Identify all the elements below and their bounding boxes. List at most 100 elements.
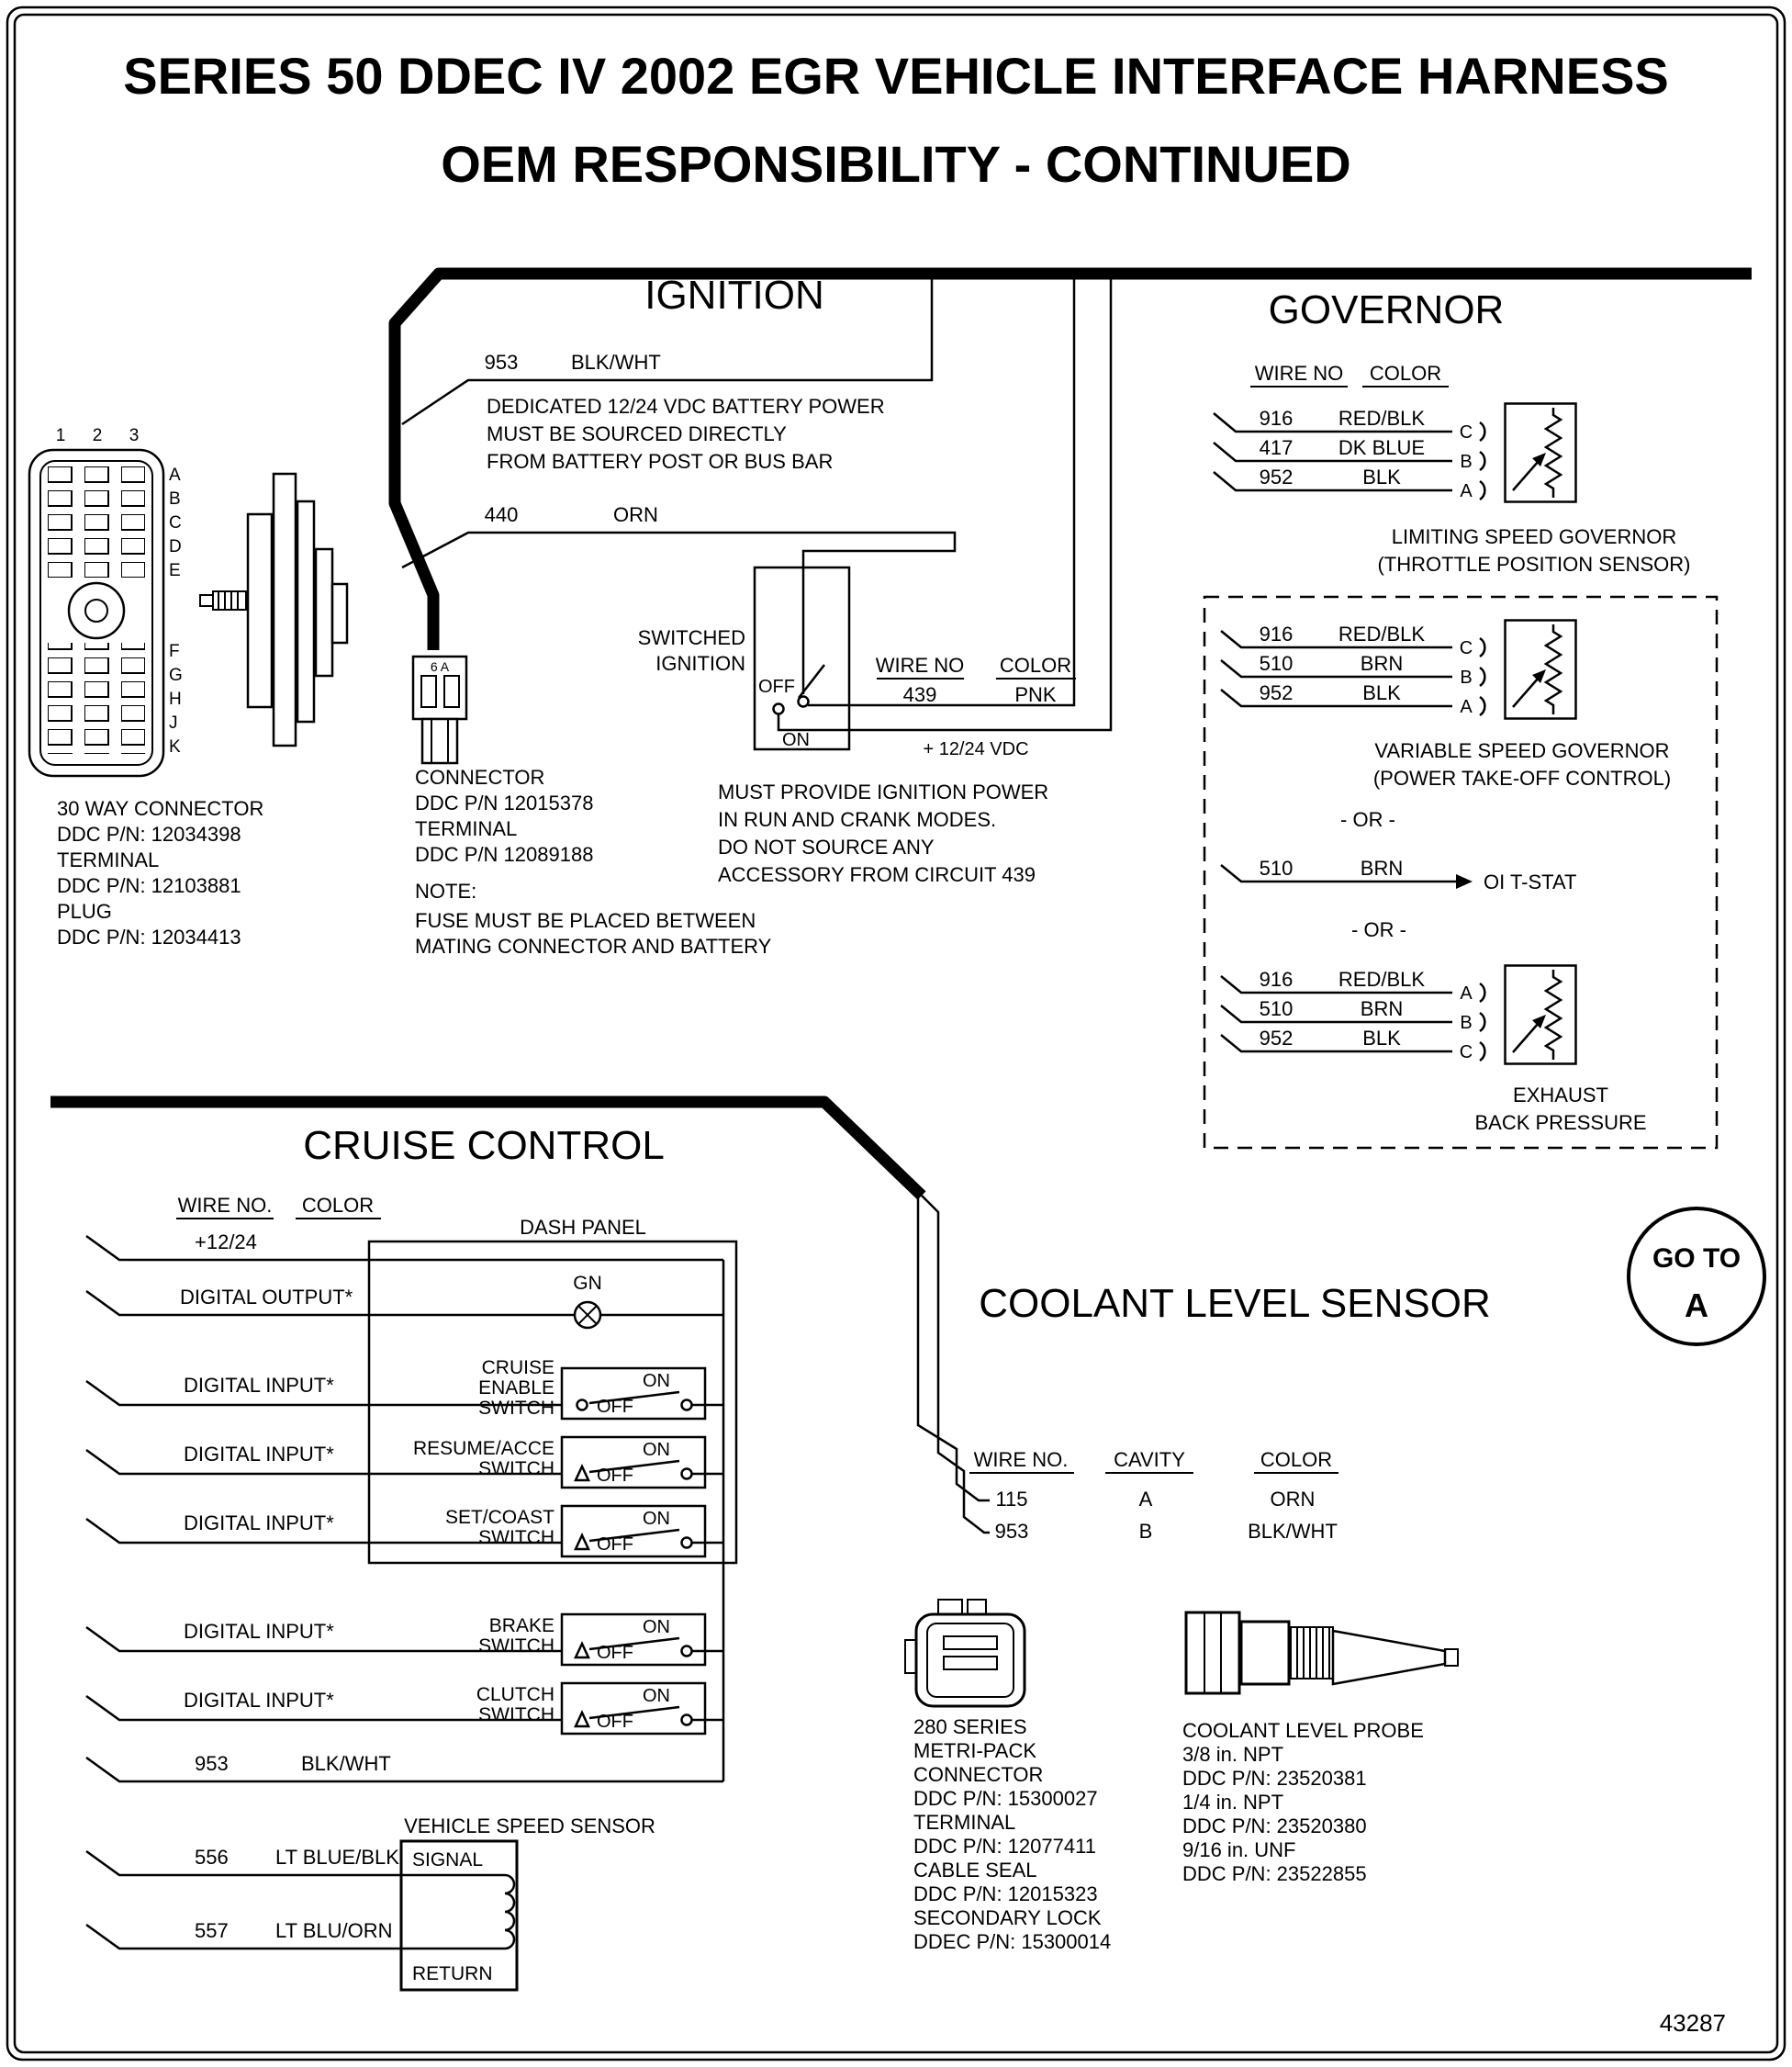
governor-ebp-row-3: 952 BLK C [1220,1027,1486,1062]
probe-caption-3: DDC P/N: 23520381 [1182,1767,1367,1790]
ebp-caption-2: BACK PRESSURE [1474,1111,1646,1134]
harness-trunk-line-top [388,267,1752,650]
mounting-bolt-icon [199,590,247,611]
metripack-caption-7: CABLE SEAL [913,1859,1037,1882]
switch-on-label: ON [643,1509,670,1529]
pin-grid-lower [48,643,145,754]
fuse-note-3: MATING CONNECTOR AND BATTERY [415,935,772,958]
wire-digital-output: DIGITAL OUTPUT* GN [85,1273,723,1330]
wire-no-header: WIRE NO. [178,1194,273,1217]
switched-ignition-label-2: IGNITION [655,652,745,675]
harness-trunk-line-cruise [50,1095,926,1200]
page-border-inner [13,13,1779,2054]
page-title-line1: SERIES 50 DDEC IV 2002 EGR VEHICLE INTER… [123,47,1669,105]
power-note-1: MUST PROVIDE IGNITION POWER [718,781,1048,803]
switch-label-1: CLUTCH [476,1684,554,1705]
switch-label-2: SWITCH [478,1458,554,1479]
pin-row-b: B [169,489,181,509]
lamp-label: GN [573,1273,602,1294]
pin-row-a: A [169,466,181,485]
coil-icon [401,1873,516,1950]
pin-letter: B [1460,668,1472,688]
coolant-probe-drawing [1184,1611,1459,1695]
color-header: COLOR [1260,1448,1332,1471]
pin-chevron-icon [1479,421,1486,443]
wire-number: 953 [995,1520,1029,1543]
switched-ignition-label-1: SWITCHED [638,626,745,649]
metripack-caption-5: TERMINAL [913,1811,1015,1834]
pin-chevron-icon [1479,1011,1486,1033]
resume-accel-switch: DIGITAL INPUT* RESUME/ACCE SWITCH OFF ON [85,1435,723,1489]
pin-letter: A [1460,697,1473,717]
pin-column-3: 3 [129,426,140,445]
pin-chevron-icon [1479,479,1486,501]
connector-pin-marks: 6 A [431,659,450,674]
governor-options-dashed-box [1203,595,1719,1150]
color-header: COLOR [302,1194,374,1217]
pin-row-e: E [169,561,181,580]
goto-a-marker: GO TO A [1627,1207,1766,1346]
coolant-level-sensor-section: COOLANT LEVEL SENSOR WIRE NO. CAVITY COL… [904,1192,1491,1953]
wire-color: LT BLUE/BLK [275,1846,399,1869]
pin-row-f: F [169,642,180,661]
pin-chevron-icon [1479,636,1486,658]
ignition-connector-caption-1: CONNECTOR [415,766,544,789]
goto-a-circle [1627,1207,1766,1346]
connector-guide-post [67,581,126,640]
connector-caption-3: TERMINAL [57,848,159,871]
switch-label-1: SET/COAST [445,1507,554,1528]
switch-on-label: ON [643,1371,670,1391]
wire-color: RED/BLK [1338,623,1425,646]
wire-number: 510 [1260,652,1294,675]
color-header: COLOR [1000,654,1071,677]
switch-label-2: SWITCH [478,1527,554,1548]
pin-letter: A [1460,983,1473,1004]
metripack-caption-8: DDC P/N: 12015323 [913,1882,1098,1905]
goto-label-line2: A [1685,1286,1708,1324]
probe-caption-6: 9/16 in. UNF [1182,1838,1296,1861]
switch-on-label: ON [643,1440,670,1460]
wire-label: DIGITAL INPUT* [184,1443,334,1466]
connector-caption-2: DDC P/N: 12034398 [57,823,241,846]
wire-number: 439 [903,683,937,706]
tstat-label: OI T-STAT [1484,871,1576,893]
ebp-caption-1: EXHAUST [1513,1084,1608,1107]
pin-chevron-icon [1479,450,1486,472]
cavity: A [1139,1488,1153,1511]
power-note-2: IN RUN AND CRANK MODES. [718,808,996,831]
governor-vsg-row-2: 510 BRN B [1220,652,1486,688]
switch-label-2: ENABLE [478,1377,554,1399]
governor-tstat-row: 510 BRN OI T-STAT [1220,857,1576,893]
wire-439 [777,278,1113,732]
power-note-3: DO NOT SOURCE ANY [718,836,935,859]
coolant-row-2: 953 B BLK/WHT [995,1520,1338,1543]
arrowhead-icon [1456,874,1473,889]
indicator-lamp-icon [573,1300,602,1330]
connector-side-view [199,472,349,747]
set-coast-switch: DIGITAL INPUT* SET/COAST SWITCH OFF ON [85,1504,723,1558]
switch-label-3: SWITCH [478,1398,554,1419]
battery-note-1: DEDICATED 12/24 VDC BATTERY POWER [487,395,885,418]
ignition-wire-table: WIRE NO COLOR 439 PNK [876,654,1076,706]
connector-caption-1: 30 WAY CONNECTOR [57,797,263,820]
or-separator-1: - OR - [1340,808,1395,831]
pin-letter: C [1460,1042,1473,1062]
governor-lsg-row-2: 417 DK BLUE B [1213,436,1486,472]
ignition-title: IGNITION [644,273,824,318]
goto-label-line1: GO TO [1652,1243,1741,1274]
switch-label-1: RESUME/ACCE [413,1438,554,1459]
wire-number: 952 [1260,1027,1294,1050]
governor-lsg-row-1: 916 RED/BLK C [1213,407,1486,443]
metripack-caption-9: SECONDARY LOCK [913,1906,1102,1929]
wire-color: BRN [1361,652,1403,675]
connector-caption-4: DDC P/N: 12103881 [57,874,241,897]
governor-vsg-row-3: 952 BLK A [1220,681,1486,717]
governor-title: GOVERNOR [1269,287,1505,332]
switch-on-label: ON [643,1686,670,1706]
governor-section: GOVERNOR WIRE NO COLOR 916 RED/BLK C 417… [1203,287,1719,1150]
lsg-caption-2: (THROTTLE POSITION SENSOR) [1377,553,1690,576]
wire-number: 557 [195,1919,229,1942]
wire-number: 953 [195,1752,229,1775]
pin-chevron-icon [1479,1040,1486,1062]
